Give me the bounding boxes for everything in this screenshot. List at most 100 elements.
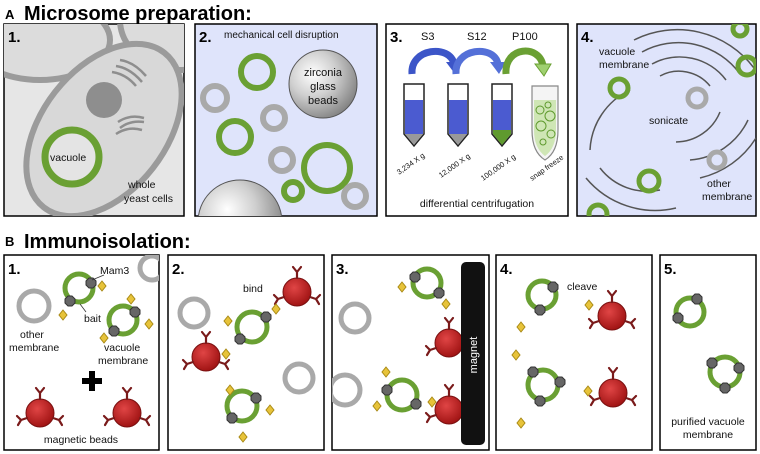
bait-protein xyxy=(226,412,238,424)
vacuole-circle xyxy=(41,126,103,188)
bait-protein xyxy=(706,357,718,369)
membrane-label: membrane xyxy=(98,355,148,367)
bait-protein xyxy=(410,398,422,410)
section-b-title: Immunoisolation: xyxy=(24,231,191,253)
mitochondria xyxy=(111,58,147,136)
mam3-pointer xyxy=(91,274,105,281)
bait-protein xyxy=(672,312,684,324)
purified-vacuole-label: purified vacuole xyxy=(671,416,745,428)
magnetic-beads-label: magnetic beads xyxy=(44,434,118,446)
other-membrane-fragment xyxy=(685,86,709,110)
vacuole-membrane xyxy=(673,295,707,329)
other-membrane-fragment xyxy=(706,149,728,171)
transfer-arrow xyxy=(452,47,502,75)
bait-protein xyxy=(381,384,393,396)
panel-b1-number: 1. xyxy=(8,261,21,278)
p100-label: P100 xyxy=(512,31,538,43)
vacuole-membrane xyxy=(234,309,270,345)
zirconia-bead xyxy=(197,179,283,216)
zirconia-bead xyxy=(288,49,358,119)
membrane-label: membrane xyxy=(683,429,733,441)
membrane-label: membrane xyxy=(702,191,752,203)
panel-b4-number: 4. xyxy=(500,261,513,278)
panel-a2-number: 2. xyxy=(199,29,212,46)
vacuole-fragment xyxy=(301,142,353,194)
vacuole-fragment xyxy=(216,118,254,156)
panel-a2: 2. mechanical cell disruption zirconia g… xyxy=(194,23,378,217)
bait-label: bait xyxy=(84,313,101,325)
yeast-cells-label: yeast cells xyxy=(124,193,173,205)
other-membrane xyxy=(137,255,159,283)
magnet xyxy=(461,262,485,445)
other-membrane xyxy=(338,301,372,335)
other-membrane-fragment xyxy=(260,104,288,132)
vacuole-membrane xyxy=(410,266,444,300)
vacuole-fragment xyxy=(735,54,756,78)
vacuole-fragment xyxy=(607,76,631,100)
bait-protein xyxy=(733,362,745,374)
magnet-label: magnet xyxy=(468,337,480,374)
panel-a3: 3. S3 S12 P100 xyxy=(385,23,569,217)
bait-protein xyxy=(691,293,703,305)
transfer-arrow xyxy=(408,47,458,75)
panel-a1: 1. vacuole whole yeast cells xyxy=(3,23,185,217)
bait-protein xyxy=(64,295,76,307)
vacuole-membrane xyxy=(224,388,260,424)
zirconia-label: zirconia xyxy=(304,67,343,79)
bait-protein xyxy=(433,287,445,299)
panel-a4: 4. vacuole membrane sonicate other membr… xyxy=(576,23,757,217)
arrow-head xyxy=(490,62,506,74)
mam3-label: Mam3 xyxy=(100,265,129,277)
membrane-label: membrane xyxy=(9,342,59,354)
snap-freeze-tube xyxy=(531,85,559,161)
bait-protein xyxy=(534,304,546,316)
other-membrane-fragment xyxy=(200,83,230,113)
bait-protein xyxy=(108,325,120,337)
vacuole-fragment xyxy=(636,168,662,194)
transfer-arrow xyxy=(502,47,547,75)
vacuole-fragment xyxy=(238,53,276,91)
other-membrane xyxy=(282,361,316,395)
centrifugation-caption: differential centrifugation xyxy=(420,198,534,210)
whole-label: whole xyxy=(127,179,156,191)
section-a-letter: A xyxy=(5,7,15,22)
panel-b1: 1. Mam3 bait other membrane vacuole memb… xyxy=(3,254,160,451)
s12-label: S12 xyxy=(467,31,487,43)
panel-a4-number: 4. xyxy=(581,29,594,46)
sonicate-label: sonicate xyxy=(649,115,688,127)
vacuole-fragment xyxy=(586,202,610,216)
panel-b3: magnet 3. xyxy=(331,254,490,451)
other-label: other xyxy=(707,178,731,190)
nucleus xyxy=(86,82,122,118)
plus-sign xyxy=(82,371,102,391)
bait-protein xyxy=(129,306,141,318)
arrow-head xyxy=(534,63,552,77)
beads-label: beads xyxy=(308,95,338,107)
other-membrane xyxy=(177,296,211,330)
bind-label: bind xyxy=(243,283,263,295)
bait-protein xyxy=(547,281,559,293)
bait-protein xyxy=(250,392,262,404)
vacuole-label: vacuole xyxy=(599,46,635,58)
other-label: other xyxy=(20,329,44,341)
panel-b5: 5. purified vacuole membrane xyxy=(659,254,757,451)
panel-a3-number: 3. xyxy=(390,29,403,46)
bait-protein xyxy=(719,382,731,394)
bait-protein xyxy=(234,333,246,345)
bait-protein xyxy=(409,271,421,283)
vacuole-label: vacuole xyxy=(104,342,140,354)
panel-b3-number: 3. xyxy=(336,261,349,278)
bait-protein xyxy=(260,311,272,323)
vacuole-label: vacuole xyxy=(50,152,86,164)
glass-label: glass xyxy=(310,81,336,93)
tube-s3 xyxy=(403,83,425,148)
vacuole-fragment xyxy=(281,179,305,203)
bait-protein xyxy=(534,395,546,407)
membrane-label: membrane xyxy=(599,59,649,71)
bait-protein xyxy=(554,376,566,388)
bait-protein xyxy=(527,366,539,378)
other-membrane xyxy=(16,288,52,324)
panel-b5-number: 5. xyxy=(664,261,677,278)
bait-pointer xyxy=(79,303,87,313)
